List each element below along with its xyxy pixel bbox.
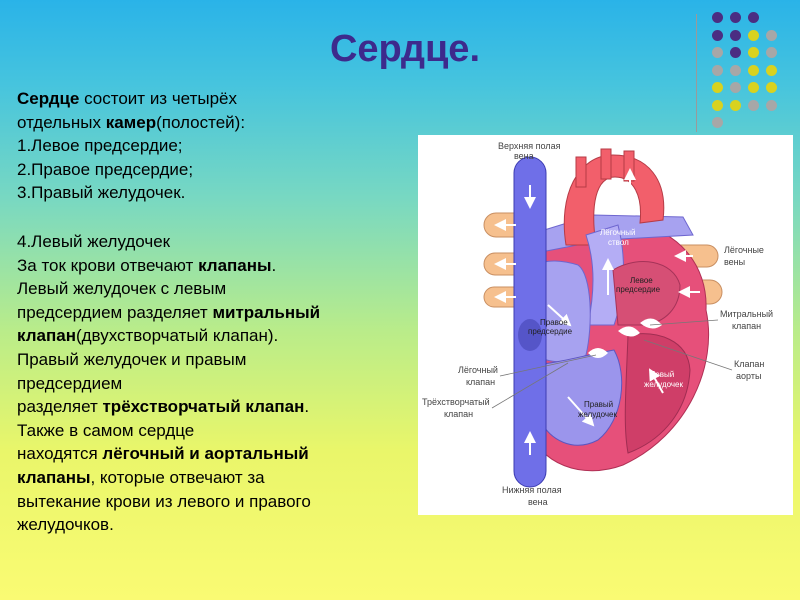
label-inferior-vena-cava-1: Нижняя полая	[502, 485, 562, 495]
label-tricuspid-valve-2: клапан	[444, 409, 473, 419]
label-left-ventricle-1: Левый	[650, 370, 674, 379]
decorative-dot	[748, 47, 759, 58]
decorative-dot	[712, 99, 723, 111]
label-aortic-valve-1: Клапан	[734, 359, 764, 369]
text-line: клапан(двухстворчатый клапан).	[17, 324, 417, 348]
decorative-dot	[730, 47, 741, 58]
decorative-dot	[748, 29, 759, 41]
label-tricuspid-valve-1: Трёхстворчатый	[422, 397, 490, 407]
decorative-dot	[730, 64, 741, 76]
label-left-atrium-2: предсердие	[616, 285, 661, 294]
label-pulmonary-trunk-1: Лёгочный	[600, 228, 636, 237]
text-block-chambers: Сердце состоит из четырёх отдельных каме…	[17, 87, 417, 205]
text-line: За ток крови отвечают клапаны.	[17, 254, 417, 278]
decorative-dot	[730, 12, 741, 23]
vena-cava-opening	[518, 319, 542, 351]
heart-diagram-svg: Верхняя полая вена Аорта Лёгочный ствол …	[422, 141, 773, 507]
decorative-dot	[730, 29, 741, 41]
decorative-dot-grid	[712, 12, 796, 132]
decorative-dot	[766, 47, 777, 58]
label-pulmonary-valve-2: клапан	[466, 377, 495, 387]
text-line: 1.Левое предсердие;	[17, 136, 183, 156]
text-block-valves: 4.Левый желудочек За ток крови отвечают …	[17, 230, 417, 537]
text-line: желудочков.	[17, 515, 114, 535]
text-span: .	[304, 397, 310, 417]
label-right-ventricle-1: Правый	[584, 400, 613, 409]
text-span: , которые отвечают за	[90, 467, 265, 487]
decorative-dot	[748, 99, 759, 111]
text-span: состоит из четырёх	[79, 89, 237, 108]
text-line: предсердием	[17, 373, 123, 393]
decorative-dot	[712, 12, 723, 23]
leader-lines	[491, 319, 733, 409]
decorative-dot	[712, 82, 723, 93]
text-bold: лёгочный и аортальный	[102, 444, 309, 464]
label-right-atrium-2: предсердие	[528, 327, 573, 336]
label-left-ventricle-2: желудочек	[644, 380, 683, 389]
decorative-dot	[712, 117, 723, 128]
text-bold: клапан	[17, 326, 76, 346]
label-pulmonary-veins-2: вены	[724, 257, 745, 267]
text-line: 3.Правый желудочек.	[17, 183, 186, 203]
decorative-dot	[748, 82, 759, 93]
text-span: .	[271, 255, 277, 275]
text-line: отдельных камер(полостей):	[17, 111, 417, 135]
text-line: предсердием разделяет митральный	[17, 301, 417, 325]
decorative-dot	[730, 82, 741, 93]
pulmonary-trunk	[585, 224, 624, 326]
text-span: За ток крови отвечают	[17, 255, 199, 275]
label-pulmonary-trunk-2: ствол	[608, 238, 629, 247]
text-line: клапаны, которые отвечают за	[17, 466, 417, 490]
flow-arrows	[494, 168, 700, 455]
decorative-dot	[712, 47, 723, 58]
text-line: Левый желудочек с левым	[17, 279, 227, 299]
left-ventricle	[624, 333, 691, 454]
decorative-dot	[730, 99, 741, 111]
decorative-dot	[766, 82, 777, 93]
text-span: находятся	[17, 444, 103, 464]
aorta-branches	[575, 148, 635, 188]
text-bold: камер	[105, 112, 157, 132]
text-bold: трёхстворчатый клапан	[102, 397, 305, 417]
decorative-dot	[712, 29, 723, 41]
label-inferior-vena-cava-2: вена	[528, 497, 548, 507]
label-mitral-valve-2: клапан	[732, 321, 761, 331]
text-bold: клапаны	[198, 255, 272, 275]
heart-diagram: Верхняя полая вена Аорта Лёгочный ствол …	[418, 135, 793, 515]
text-span: (двухстворчатый клапан).	[75, 326, 279, 346]
label-left-atrium-1: Левое	[630, 276, 653, 285]
text-bold: Сердце	[17, 89, 80, 108]
text-bold: клапаны	[17, 467, 91, 487]
text-span: отдельных	[17, 112, 106, 132]
text-line: Сердце состоит из четырёх	[17, 87, 417, 111]
label-aortic-valve-2: аорты	[736, 371, 761, 381]
decorative-dot	[766, 29, 777, 41]
text-line: разделяет трёхстворчатый клапан.	[17, 395, 417, 419]
text-line: 4.Левый желудочек	[17, 232, 171, 251]
decorative-dot	[712, 64, 723, 76]
text-bold: митральный	[212, 302, 321, 322]
text-span: (полостей):	[156, 112, 246, 132]
slide-title: Сердце.	[329, 28, 480, 70]
label-right-ventricle-2: желудочек	[578, 410, 617, 419]
text-line: Также в самом сердце	[17, 420, 195, 440]
label-superior-vena-cava-2: вена	[514, 151, 534, 161]
text-line: находятся лёгочный и аортальный	[17, 442, 417, 466]
label-superior-vena-cava-1: Верхняя полая	[498, 141, 561, 151]
text-span: предсердием разделяет	[17, 302, 213, 322]
label-pulmonary-valve-1: Лёгочный	[458, 365, 498, 375]
text-span: разделяет	[17, 397, 103, 417]
label-aorta: Аорта	[596, 198, 619, 207]
decorative-dot	[766, 64, 777, 76]
decorative-dot	[748, 12, 759, 23]
label-mitral-valve-1: Митральный	[720, 309, 773, 319]
divider-line	[696, 14, 697, 132]
text-line: Правый желудочек и правым	[17, 349, 247, 369]
label-right-atrium-1: Правое	[540, 318, 568, 327]
label-pulmonary-veins-1: Лёгочные	[724, 245, 764, 255]
text-line: вытекание крови из левого и правого	[17, 491, 311, 511]
decorative-dot	[766, 99, 777, 111]
decorative-dot	[748, 64, 759, 76]
text-line: 2.Правое предсердие;	[17, 159, 194, 179]
